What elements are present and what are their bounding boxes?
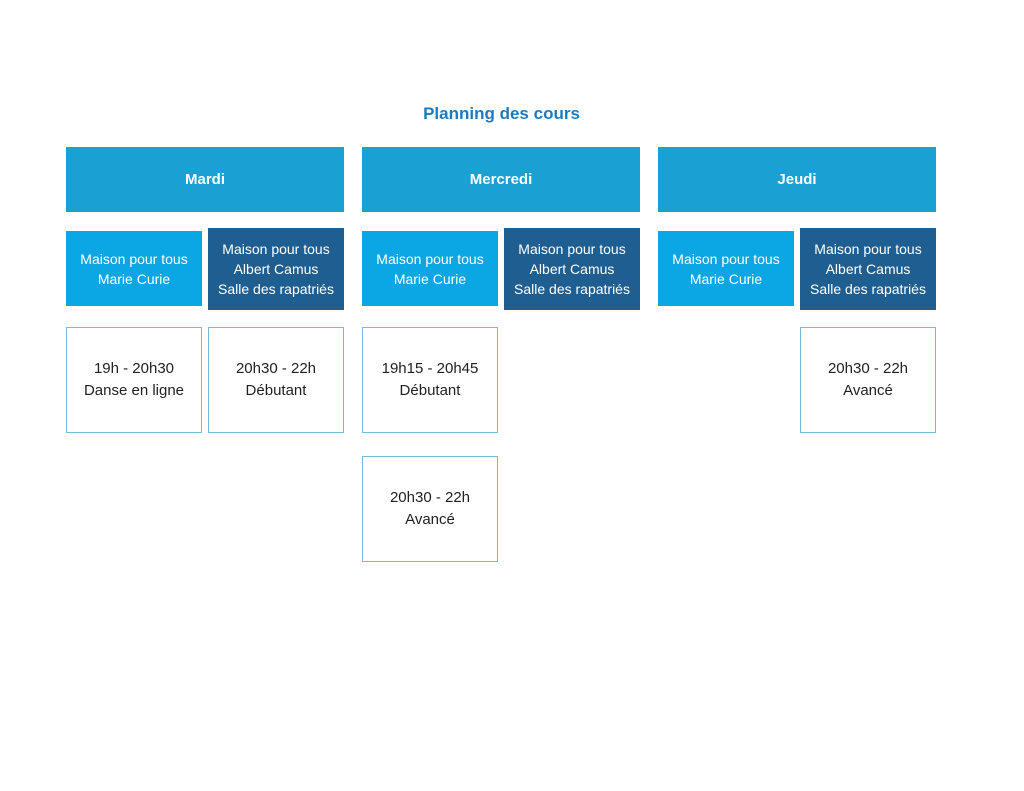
slot-level: Débutant bbox=[245, 382, 307, 399]
slot-level: Débutant bbox=[399, 382, 461, 399]
location-name: Maison pour tous bbox=[222, 241, 330, 257]
location-room: Salle des rapatriés bbox=[810, 281, 926, 297]
slot-time: 20h30 - 22h bbox=[827, 360, 909, 377]
time-slot: 19h - 20h30 Danse en ligne bbox=[66, 327, 202, 433]
location-box-marie-curie: Maison pour tous Marie Curie bbox=[66, 231, 202, 306]
slot-level: Avancé bbox=[405, 511, 455, 528]
time-slot: 20h30 - 22h Avancé bbox=[362, 456, 498, 562]
day-label: Mercredi bbox=[469, 171, 533, 188]
location-name: Maison pour tous bbox=[672, 250, 780, 267]
day-header: Mardi bbox=[66, 147, 344, 212]
day-header: Jeudi bbox=[658, 147, 936, 212]
day-column-jeudi: Jeudi Maison pour tous Marie Curie Maiso… bbox=[658, 147, 936, 647]
location-site: Albert Camus bbox=[233, 261, 319, 277]
location-name: Maison pour tous bbox=[518, 241, 626, 257]
location-site: Marie Curie bbox=[393, 270, 467, 287]
day-label: Mardi bbox=[184, 171, 225, 188]
location-room: Salle des rapatriés bbox=[514, 281, 630, 297]
location-room: Salle des rapatriés bbox=[218, 281, 334, 297]
day-column-mardi: Mardi Maison pour tous Marie Curie Maiso… bbox=[66, 147, 344, 647]
location-name: Maison pour tous bbox=[80, 250, 188, 267]
time-slot: 19h15 - 20h45 Débutant bbox=[362, 327, 498, 433]
slot-level: Avancé bbox=[843, 382, 893, 399]
day-column-mercredi: Mercredi Maison pour tous Marie Curie Ma… bbox=[362, 147, 640, 647]
time-slot: 20h30 - 22h Avancé bbox=[800, 327, 936, 433]
slot-time: 19h - 20h30 bbox=[93, 360, 175, 377]
location-name: Maison pour tous bbox=[814, 241, 922, 257]
location-site: Albert Camus bbox=[529, 261, 615, 277]
slot-time: 20h30 - 22h bbox=[389, 489, 471, 506]
location-site: Marie Curie bbox=[689, 270, 763, 287]
schedule-board: Mardi Maison pour tous Marie Curie Maiso… bbox=[66, 147, 937, 647]
time-slot: 20h30 - 22h Débutant bbox=[208, 327, 344, 433]
slot-level: Danse en ligne bbox=[83, 382, 185, 399]
location-box-albert-camus: Maison pour tous Albert Camus Salle des … bbox=[800, 228, 936, 310]
page-title: Planning des cours bbox=[423, 104, 580, 123]
location-box-marie-curie: Maison pour tous Marie Curie bbox=[658, 231, 794, 306]
location-site: Marie Curie bbox=[97, 270, 171, 287]
location-box-albert-camus: Maison pour tous Albert Camus Salle des … bbox=[208, 228, 344, 310]
day-label: Jeudi bbox=[777, 171, 817, 188]
location-box-marie-curie: Maison pour tous Marie Curie bbox=[362, 231, 498, 306]
location-site: Albert Camus bbox=[825, 261, 911, 277]
slot-time: 20h30 - 22h bbox=[235, 360, 317, 377]
day-header: Mercredi bbox=[362, 147, 640, 212]
location-name: Maison pour tous bbox=[376, 250, 484, 267]
location-box-albert-camus: Maison pour tous Albert Camus Salle des … bbox=[504, 228, 640, 310]
slot-time: 19h15 - 20h45 bbox=[381, 360, 479, 377]
